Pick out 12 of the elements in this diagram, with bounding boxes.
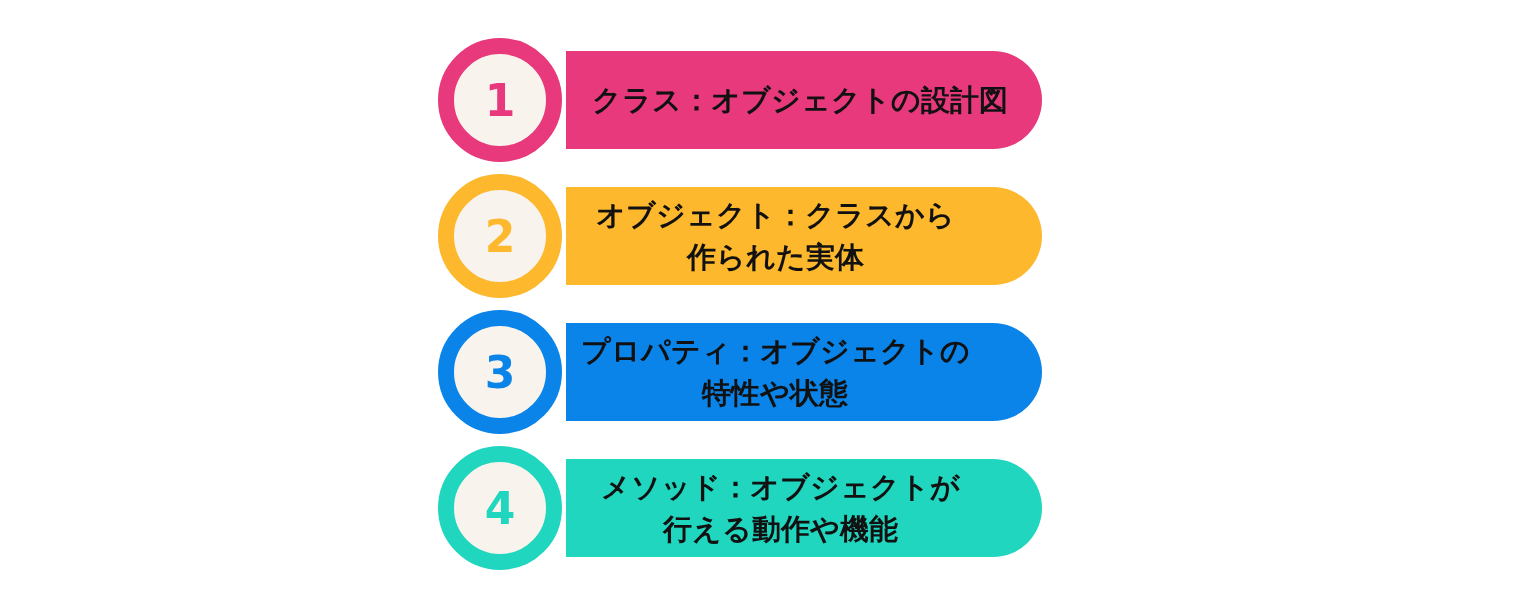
item-description: オブジェクト：クラスから作られた実体 (594, 197, 956, 276)
step-number: 2 (484, 210, 516, 262)
step-number: 4 (484, 482, 516, 534)
label-band (566, 51, 1042, 149)
label-band (566, 187, 1042, 285)
step-number: 1 (484, 74, 516, 126)
label-band (566, 323, 1042, 421)
item-description: クラス：オブジェクトの設計図 (591, 82, 1009, 119)
item-description: メソッド：オブジェクトが行える動作や機能 (599, 469, 961, 548)
item-description: プロパティ：オブジェクトの特性や状態 (579, 333, 971, 412)
step-number: 3 (484, 346, 516, 398)
label-band (566, 459, 1042, 557)
